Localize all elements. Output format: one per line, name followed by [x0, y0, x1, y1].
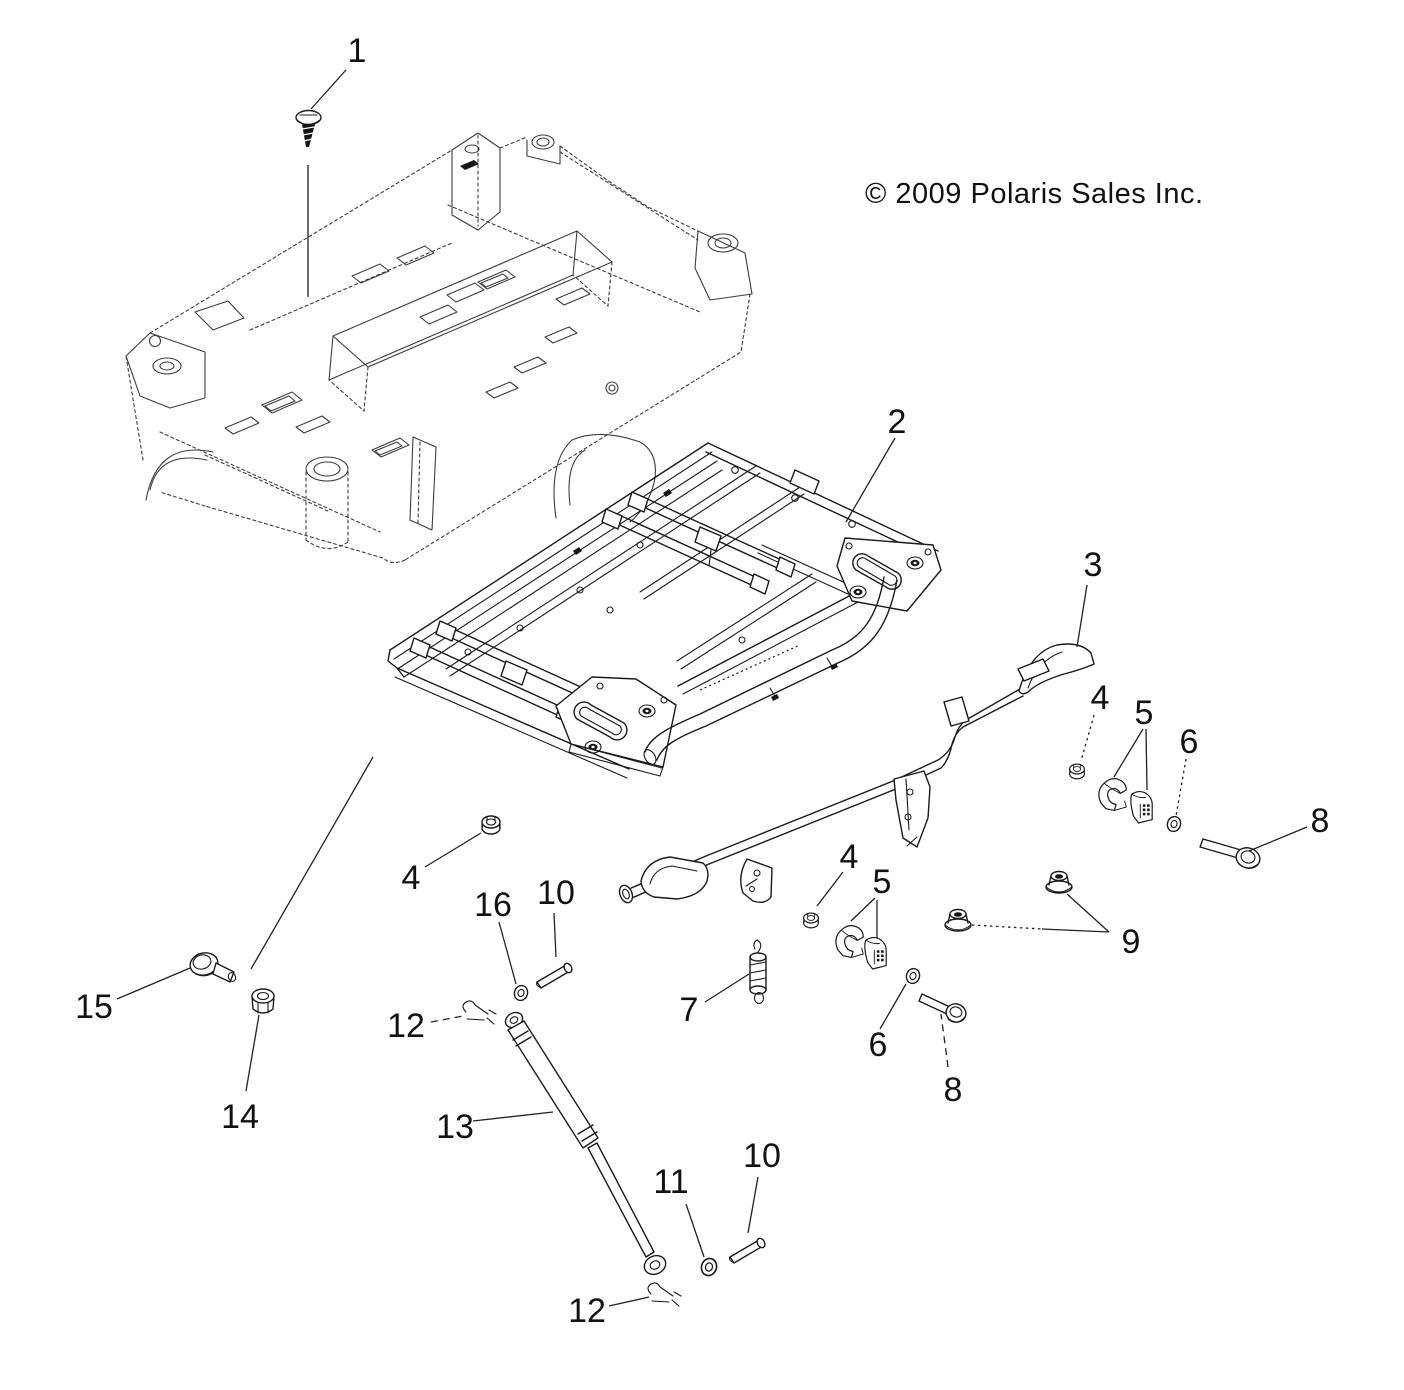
grommet-part-9-lower — [944, 908, 972, 932]
callout-number-4: 4 — [840, 838, 859, 876]
nut-part-4-right — [1069, 763, 1085, 780]
callout-number-6: 6 — [1180, 723, 1199, 761]
gas-strut-part-13 — [504, 1011, 667, 1276]
callout-number-8: 8 — [1311, 802, 1330, 840]
bolt-part-15 — [189, 952, 237, 983]
nut-part-4-mid — [803, 912, 819, 929]
pin-part-10-lower — [728, 1236, 768, 1264]
bolt-part-8-right — [1199, 838, 1261, 869]
leader-line — [1076, 584, 1088, 648]
washer-part-6-mid — [903, 966, 923, 986]
leader-line — [816, 871, 844, 907]
frame-upper-crossbar — [601, 469, 820, 595]
leader-line — [1066, 893, 1110, 933]
callout-number-16: 16 — [474, 886, 512, 924]
grommet-part-9-upper — [1045, 870, 1073, 894]
washer-part-11 — [698, 1255, 720, 1279]
washer-part-6-right — [1164, 814, 1184, 834]
annotation-lines-layer — [250, 165, 374, 970]
pin-part-10-upper — [535, 961, 575, 989]
callout-number-12: 12 — [387, 1007, 425, 1045]
leader-line — [424, 832, 482, 868]
leader-line — [116, 967, 191, 1000]
callout-number-4: 4 — [402, 859, 421, 897]
leader-line — [747, 1176, 759, 1234]
leader-line — [1248, 826, 1308, 852]
leader-line — [1175, 758, 1187, 817]
leader-line — [1080, 714, 1095, 762]
callout-number-15: 15 — [75, 988, 113, 1026]
leader-line — [245, 1014, 260, 1092]
callout-number-11: 11 — [653, 1163, 688, 1201]
leader-line — [685, 1203, 705, 1258]
callout-number-7: 7 — [680, 991, 699, 1029]
leader-line — [1041, 928, 1110, 933]
leader-line — [310, 69, 347, 110]
screw-part-1 — [295, 109, 322, 147]
leader-line — [704, 973, 750, 1003]
cargo-box-drawing — [125, 132, 753, 564]
leader-line — [250, 756, 374, 970]
nut-part-4-left — [481, 815, 501, 835]
callout-number-3: 3 — [1084, 546, 1103, 584]
leader-line — [1145, 728, 1148, 791]
clip-part-12-lower — [647, 1282, 682, 1307]
frame-right-plate — [836, 537, 942, 612]
callout-number-9: 9 — [1122, 923, 1141, 961]
leader-line — [608, 1296, 650, 1307]
callout-number-8: 8 — [944, 1071, 963, 1109]
callout-number-4: 4 — [1091, 679, 1110, 717]
frame-holes — [464, 466, 856, 656]
spring-part-7 — [749, 939, 767, 1005]
leader-line — [940, 1013, 949, 1068]
leader-line — [430, 1015, 464, 1023]
clip-part-12-upper — [462, 1000, 497, 1025]
callout-number-10: 10 — [537, 874, 575, 912]
lever-rod-drawing — [618, 643, 1095, 904]
callout-number-6: 6 — [869, 1026, 888, 1064]
clamp-part-5-mid — [835, 925, 887, 970]
callout-number-5: 5 — [1135, 694, 1154, 732]
leader-line — [1113, 728, 1144, 778]
leader-line — [472, 1111, 554, 1122]
leader-line — [498, 921, 517, 985]
frame-curved-tube — [643, 576, 898, 765]
leader-line — [845, 437, 896, 523]
nut-part-14 — [251, 988, 275, 1014]
leader-line — [553, 912, 557, 958]
floor-cutouts — [224, 245, 591, 458]
clamp-part-5-right — [1098, 778, 1153, 824]
copyright-text: © 2009 Polaris Sales Inc. — [865, 178, 1204, 210]
callout-number-14: 14 — [221, 1098, 259, 1136]
frame-left-plate — [555, 676, 677, 777]
callout-number-10: 10 — [743, 1137, 781, 1175]
callout-number-2: 2 — [888, 403, 907, 441]
callout-number-12: 12 — [568, 1292, 606, 1330]
frame-drawing — [387, 442, 942, 779]
bolt-part-8-mid — [918, 993, 967, 1023]
washer-part-16 — [511, 983, 531, 1003]
leader-line — [971, 924, 1043, 930]
leader-line — [879, 983, 907, 1030]
leader-line — [850, 897, 876, 922]
callout-number-5: 5 — [873, 863, 892, 901]
callout-number-1: 1 — [348, 32, 367, 70]
callout-number-13: 13 — [436, 1108, 474, 1146]
